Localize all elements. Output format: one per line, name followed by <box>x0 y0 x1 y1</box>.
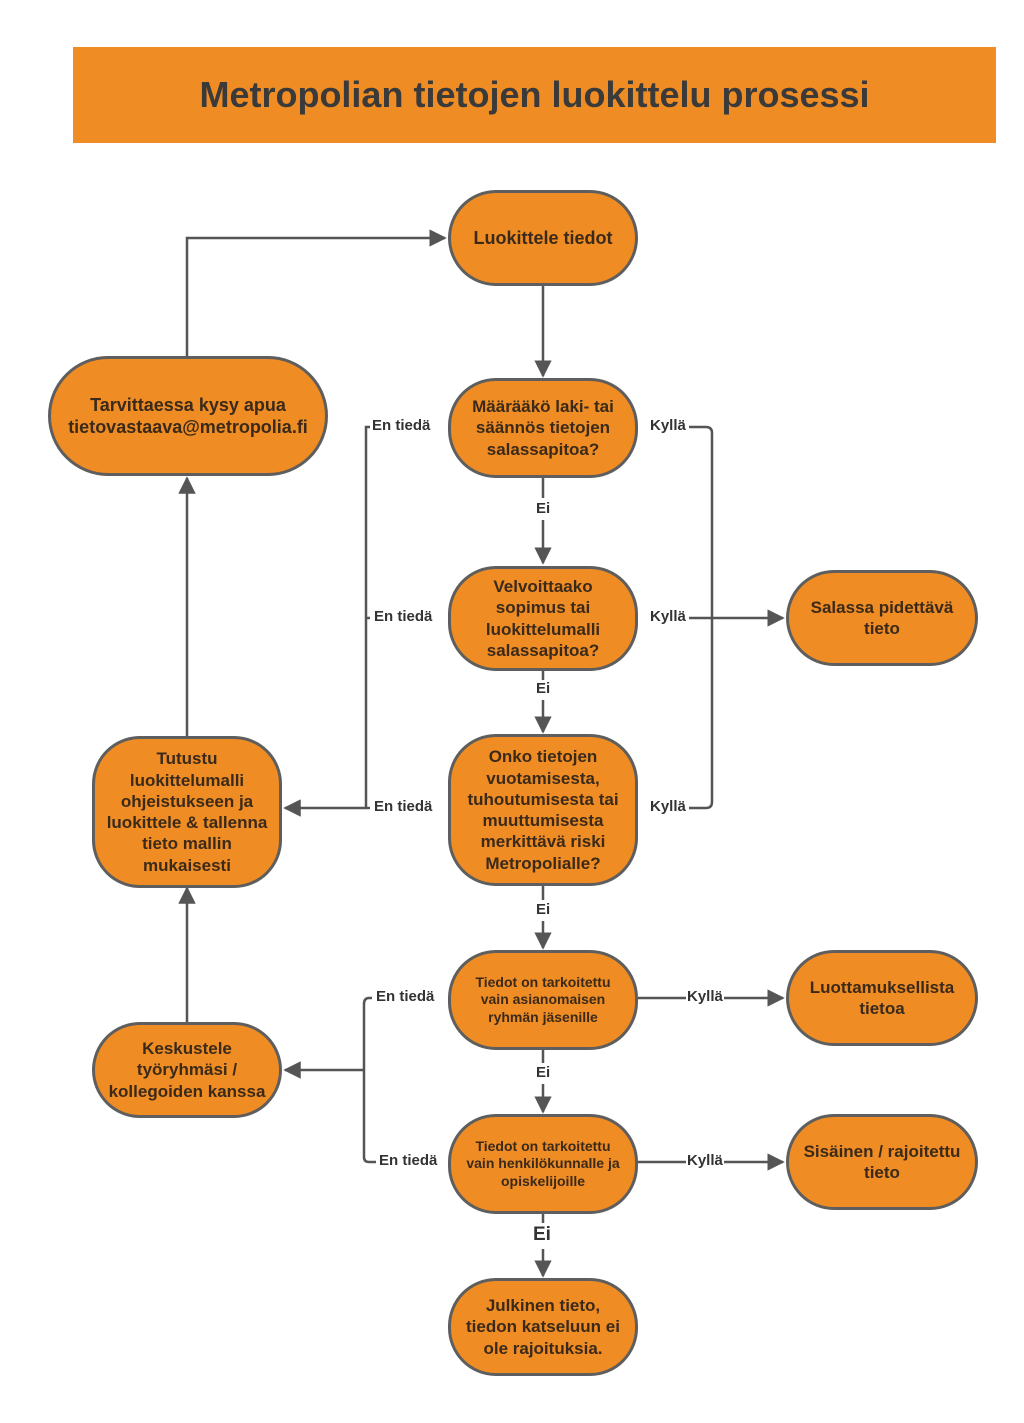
label-law-yes: Kyllä <box>649 417 687 434</box>
node-confidential: Luottamuksellista tietoa <box>786 950 978 1046</box>
edge-law-dontknow <box>364 425 370 808</box>
edge-help-to-classify <box>185 229 447 357</box>
label-contract-no: Ei <box>535 680 552 697</box>
label-risk-dontknow: En tiedä <box>373 798 434 815</box>
title-banner: Metropolian tietojen luokittelu prosessi <box>73 47 996 143</box>
label-law-dontknow: En tiedä <box>371 417 432 434</box>
node-public: Julkinen tieto, tiedon katseluun ei ole … <box>448 1278 638 1376</box>
node-question-group: Tiedot on tarkoitettu vain asianomaisen … <box>448 950 638 1050</box>
label-contract-dontknow: En tiedä <box>373 608 434 625</box>
label-staff-no: Ei <box>532 1224 552 1245</box>
edge-group-dontknow <box>362 996 376 1164</box>
node-secret: Salassa pidettävä tieto <box>786 570 978 666</box>
label-group-no: Ei <box>535 1064 552 1081</box>
label-group-dontknow: En tiedä <box>375 988 436 1005</box>
label-risk-yes: Kyllä <box>649 798 687 815</box>
label-staff-yes: Kyllä <box>686 1152 724 1169</box>
label-contract-yes: Kyllä <box>649 608 687 625</box>
node-study-model: Tutustu luokittelumalli ohjeistukseen ja… <box>92 736 282 888</box>
node-internal: Sisäinen / rajoitettu tieto <box>786 1114 978 1210</box>
node-question-law: Määrääkö laki- tai säännös tietojen sala… <box>448 378 638 478</box>
node-question-contract: Velvoittaako sopimus tai luokittelumalli… <box>448 566 638 671</box>
node-question-risk: Onko tietojen vuotamisesta, tuhoutumises… <box>448 734 638 886</box>
label-group-yes: Kyllä <box>686 988 724 1005</box>
label-risk-no: Ei <box>535 901 552 918</box>
label-staff-dontknow: En tiedä <box>378 1152 439 1169</box>
node-classify: Luokittele tiedot <box>448 190 638 286</box>
page-title: Metropolian tietojen luokittelu prosessi <box>199 74 870 115</box>
node-discuss: Keskustele työryhmäsi / kollegoiden kans… <box>92 1022 282 1118</box>
node-ask-help: Tarvittaessa kysy apua tietovastaava@met… <box>48 356 328 476</box>
node-question-staff: Tiedot on tarkoitettu vain henkilökunnal… <box>448 1114 638 1214</box>
label-law-no: Ei <box>535 500 552 517</box>
